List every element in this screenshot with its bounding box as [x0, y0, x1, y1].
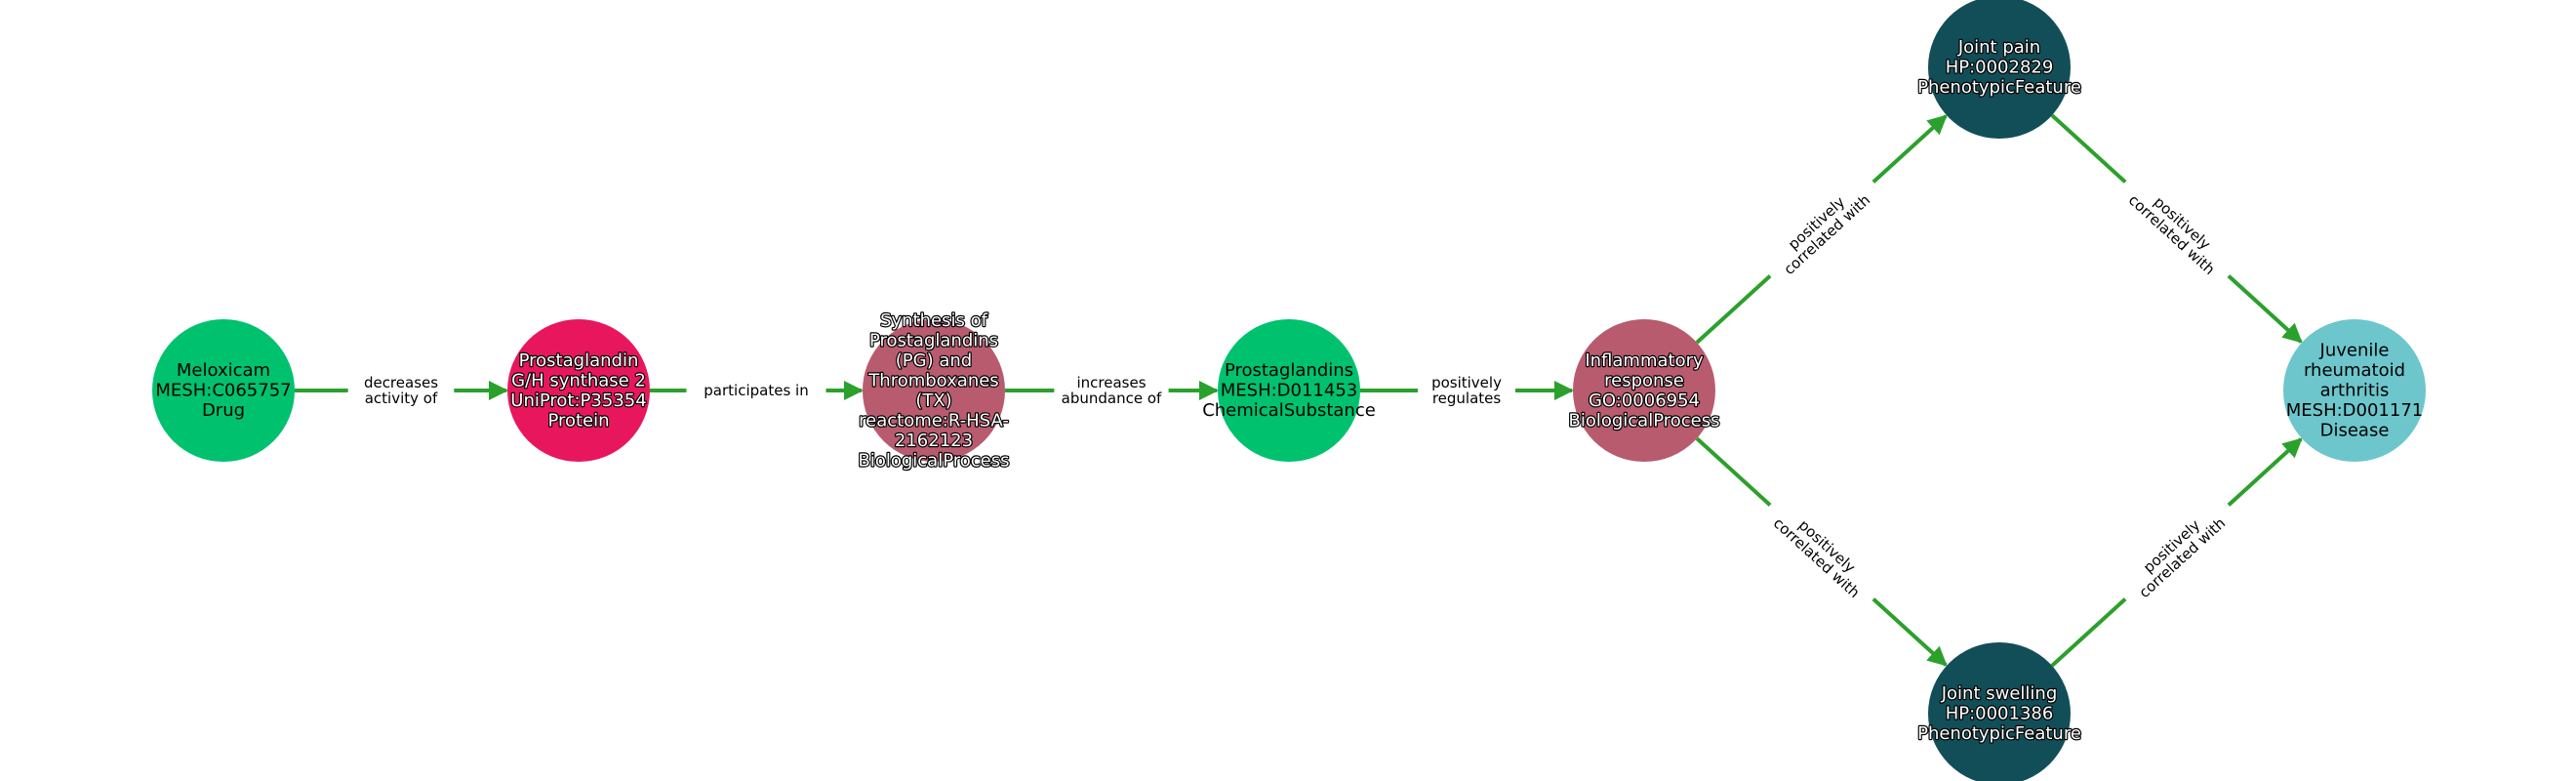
node-label-line: Joint pain — [1957, 37, 2040, 58]
node-label-line: reactome:R-HSA- — [859, 410, 1009, 431]
node-label-line: (PG) and — [896, 350, 972, 371]
edge-label-background — [1757, 168, 1886, 290]
node-label-line: (TX) — [915, 390, 951, 411]
node-circle — [1218, 319, 1360, 462]
node-label-line: BiologicalProcess — [858, 450, 1009, 471]
edge-label-line: regulates — [1432, 390, 1502, 407]
node-label-line: ChemicalSubstance — [1202, 400, 1376, 421]
node-circle — [152, 319, 295, 462]
node-label-line: HP:0001386 — [1946, 704, 2054, 724]
node-circle — [1928, 0, 2071, 139]
node-label-line: PhenotypicFeature — [1917, 723, 2081, 744]
node-label-line: 2162123 — [895, 431, 973, 451]
node-label-line: response — [1604, 370, 1684, 390]
edge-label-background — [2113, 168, 2241, 290]
edge-label-line: increases — [1076, 374, 1146, 391]
edge-label-line: participates in — [704, 382, 808, 399]
node-joint_swelling[interactable]: Joint swellingHP:0001386PhenotypicFeatur… — [1916, 642, 2082, 781]
node-label-line: MESH:D001171 — [2286, 400, 2424, 421]
edge-pghs2-to-synthesis: participates in — [650, 380, 864, 401]
node-circle — [863, 319, 1005, 462]
edge-label-line: abundance of — [1062, 390, 1162, 407]
node-label-line: Drug — [202, 400, 245, 421]
node-label-line: Inflammatory — [1585, 350, 1704, 371]
node-label-line: GO:0006954 — [1589, 390, 1700, 411]
edge-label-background — [1418, 372, 1515, 409]
node-label-line: Joint swelling — [1941, 683, 2058, 704]
edge-label-line: positively — [1431, 374, 1502, 391]
node-inflammatory[interactable]: InflammatoryresponseGO:0006954Biological… — [1567, 319, 1721, 462]
node-label-line: Meloxicam — [177, 360, 270, 381]
edge-label-line: activity of — [365, 390, 438, 407]
edge-label-background — [347, 372, 455, 409]
node-label-line: PhenotypicFeature — [1917, 77, 2081, 98]
node-label-line: arthritis — [2320, 381, 2390, 401]
node-label-line: Prostaglandins — [869, 330, 998, 350]
node-label-line: Disease — [2320, 421, 2390, 441]
node-circle — [507, 319, 650, 462]
edge-label-background — [2113, 491, 2241, 613]
node-label-line: BiologicalProcess — [1568, 410, 1719, 431]
node-label-line: G/H synthase 2 — [511, 370, 646, 390]
edge-label-line: decreases — [364, 374, 438, 391]
edge-label: participates in — [686, 380, 826, 401]
node-label-line: Protein — [547, 410, 609, 431]
node-circle — [1928, 642, 2071, 781]
node-label-line: UniProt:P35354 — [510, 390, 646, 411]
node-label-line: MESH:C065757 — [155, 381, 291, 401]
node-label-line: MESH:D011453 — [1221, 381, 1358, 401]
node-label-line: Prostaglandins — [1225, 360, 1353, 381]
edge-label-background — [1757, 491, 1886, 613]
node-label-line: Thromboxanes — [867, 370, 998, 390]
node-circle — [2283, 319, 2426, 462]
edge-label-background — [1054, 372, 1169, 409]
node-label-line: Synthesis of — [880, 310, 988, 331]
node-label-line: Juvenile — [2319, 341, 2390, 361]
node-prostaglandins[interactable]: ProstaglandinsMESH:D011453ChemicalSubsta… — [1202, 319, 1376, 462]
node-circle — [1573, 319, 1715, 462]
node-jra[interactable]: JuvenilerheumatoidarthritisMESH:D001171D… — [2283, 319, 2426, 462]
node-label-line: HP:0002829 — [1946, 58, 2054, 78]
edge-label-background — [686, 380, 826, 401]
node-label-line: rheumatoid — [2304, 360, 2405, 381]
node-label-line: Prostaglandin — [519, 350, 639, 371]
